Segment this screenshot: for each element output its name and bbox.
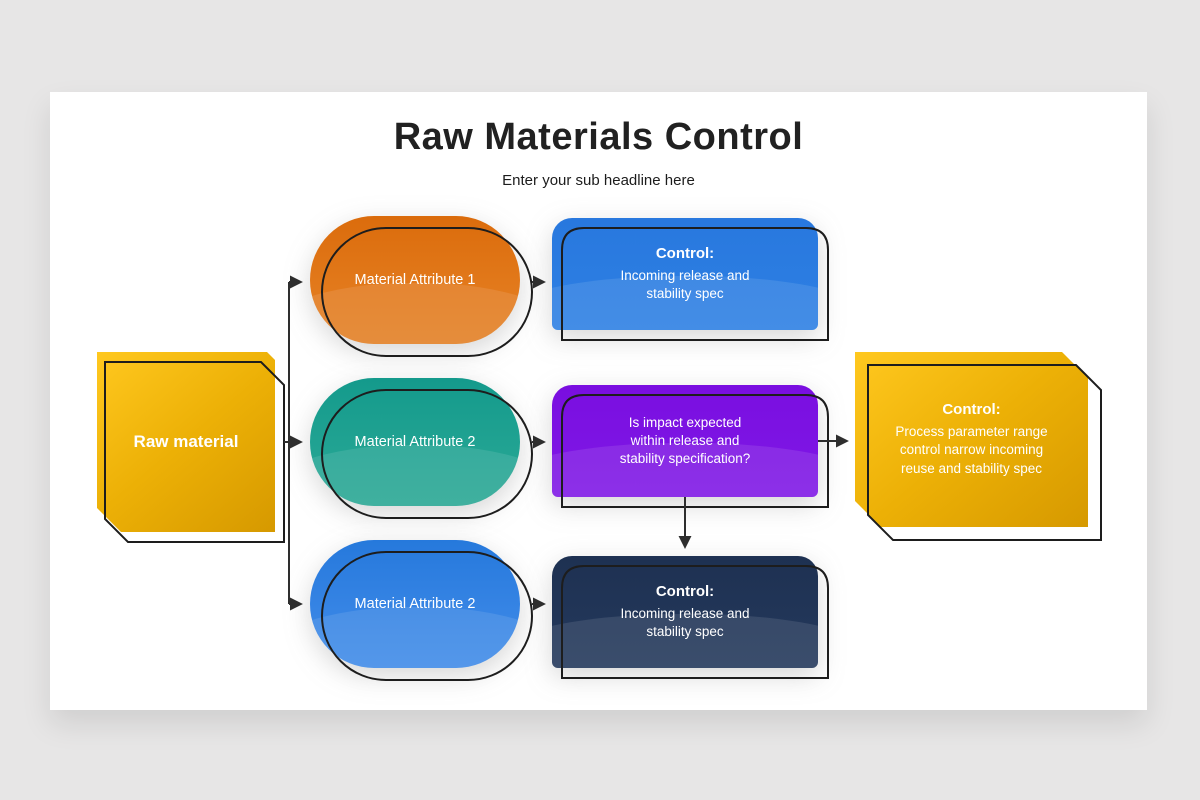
node-control-incoming-top: Control: Incoming release and stability … [552, 218, 818, 330]
slide-title: Raw Materials Control [393, 116, 804, 158]
node-decision: Is impact expected within release and st… [552, 385, 818, 497]
node-raw-material: Raw material [97, 352, 275, 532]
node-control-incoming-bottom: Control: Incoming release and stability … [552, 556, 818, 668]
control-bottom-heading: Control: [655, 582, 715, 600]
node-material-attribute-2-label: Material Attribute 2 [354, 434, 476, 450]
node-material-attribute-1: Material Attribute 1 [310, 216, 520, 344]
control-top-body: Incoming release and stability spec [620, 267, 750, 301]
node-material-attribute-1-label: Material Attribute 1 [354, 272, 476, 288]
control-top-heading: Control: [655, 244, 715, 262]
node-material-attribute-3: Material Attribute 2 [310, 540, 520, 668]
node-control-process: Control: Process parameter range control… [855, 352, 1088, 527]
control-process-body: Process parameter range control narrow i… [895, 424, 1048, 476]
wave-highlight [310, 606, 520, 668]
node-material-attribute-2: Material Attribute 2 [310, 378, 520, 506]
control-bottom-body: Incoming release and stability spec [620, 605, 750, 639]
slide-subtitle: Enter your sub headline here [502, 172, 695, 189]
wave-highlight [310, 444, 520, 506]
slide-canvas: Raw Materials Control Enter your sub hea… [50, 92, 1147, 710]
wave-highlight [310, 282, 520, 344]
control-process-heading: Control: [942, 401, 1001, 419]
decision-body: Is impact expected within release and st… [619, 414, 751, 467]
node-material-attribute-3-label: Material Attribute 2 [354, 596, 476, 612]
node-raw-material-label: Raw material [133, 432, 239, 451]
